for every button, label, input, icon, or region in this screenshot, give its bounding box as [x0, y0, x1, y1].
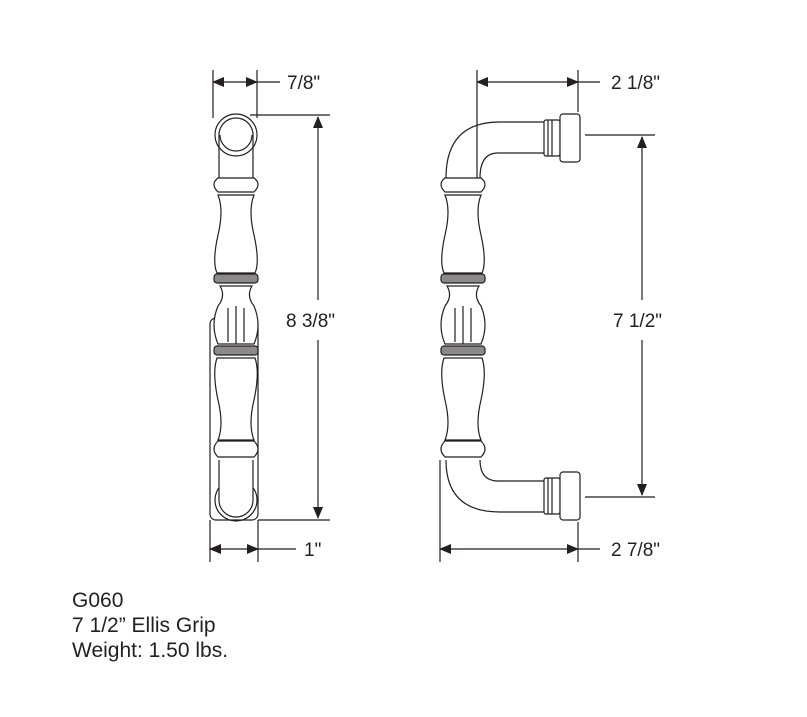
projection-top-label: 2 1/8" — [611, 73, 660, 94]
diameter-label: 7/8" — [287, 73, 320, 94]
product-info: G060 7 1/2” Ellis Grip Weight: 1.50 lbs. — [72, 588, 228, 663]
projection-overall-label: 2 7/8" — [611, 540, 660, 561]
product-code: G060 — [72, 589, 124, 612]
side-bottom-flange — [559, 471, 581, 521]
product-weight: Weight: 1.50 lbs. — [72, 639, 229, 662]
front-dimensions: 7/8" 8 3/8" 1" — [209, 70, 335, 562]
overall-length-label: 8 3/8" — [286, 311, 335, 332]
center-to-center-label: 7 1/2" — [613, 311, 662, 332]
front-baluster — [213, 177, 259, 458]
side-dimensions: 2 1/8" 7 1/2" 2 7/8" — [439, 70, 662, 562]
side-view — [440, 113, 581, 521]
base-width-label: 1" — [304, 540, 321, 561]
side-baluster — [440, 177, 486, 458]
product-name: 7 1/2” Ellis Grip — [72, 614, 216, 637]
front-view — [209, 113, 259, 522]
side-top-flange — [559, 113, 581, 163]
front-top-rosette — [214, 113, 258, 157]
